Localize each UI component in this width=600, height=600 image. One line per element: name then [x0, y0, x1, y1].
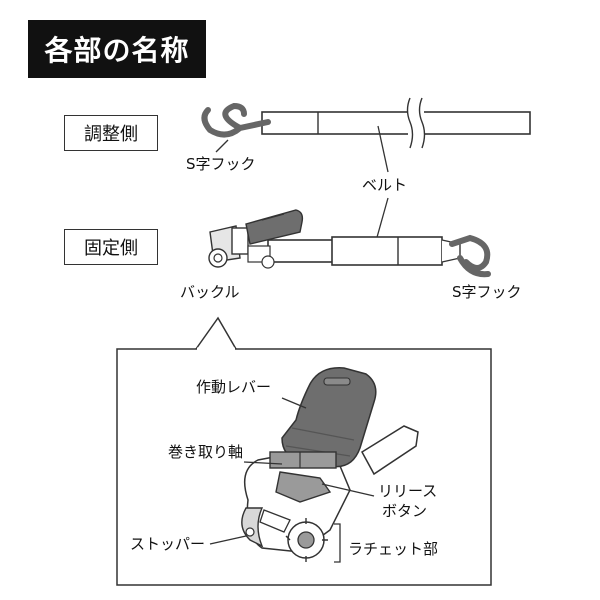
- page-title: 各部の名称: [28, 20, 206, 78]
- zoom-shaft: [269, 451, 337, 469]
- fixed-belt-wide: [331, 236, 443, 266]
- leader-shaft: [243, 461, 283, 465]
- label-s-hook-top: S字フック: [186, 155, 256, 173]
- adjust-s-hook: [201, 102, 271, 138]
- zoom-side-plate: [241, 507, 264, 548]
- leader-lever: [281, 397, 307, 409]
- lever-slot: [323, 377, 351, 386]
- fixed-side-label: 固定側: [64, 229, 158, 265]
- zoom-belt: [361, 425, 419, 476]
- label-lever: 作動レバー: [196, 378, 272, 396]
- adjust-belt: [261, 111, 531, 135]
- label-release-2: ボタン: [382, 502, 428, 520]
- leader-release: [321, 483, 375, 497]
- adjust-side-label: 調整側: [64, 115, 158, 151]
- buckle-small: [208, 209, 304, 269]
- buckle-zoom: [241, 367, 419, 562]
- label-belt: ベルト: [362, 176, 408, 194]
- belt-break-mark: [406, 97, 426, 149]
- callout-pointer: [195, 316, 237, 350]
- fixed-side-assembly: [208, 209, 491, 278]
- zoom-lever: [281, 367, 377, 468]
- leader-belt-top: [377, 125, 389, 173]
- label-s-hook-bottom: S字フック: [452, 283, 522, 301]
- bracket-ratchet: [334, 523, 341, 563]
- label-buckle: バックル: [180, 283, 240, 301]
- label-shaft: 巻き取り軸: [168, 443, 244, 461]
- leader-stopper: [209, 535, 247, 545]
- zoom-release-button: [275, 471, 332, 503]
- zoom-stopper: [259, 509, 291, 533]
- adjust-side-assembly: [201, 97, 531, 149]
- fixed-s-hook: [449, 234, 491, 278]
- label-release-1: リリース: [378, 482, 438, 500]
- leader-s-hook-top: [215, 139, 229, 153]
- label-stopper: ストッパー: [130, 535, 206, 553]
- label-ratchet: ラチェット部: [348, 540, 439, 558]
